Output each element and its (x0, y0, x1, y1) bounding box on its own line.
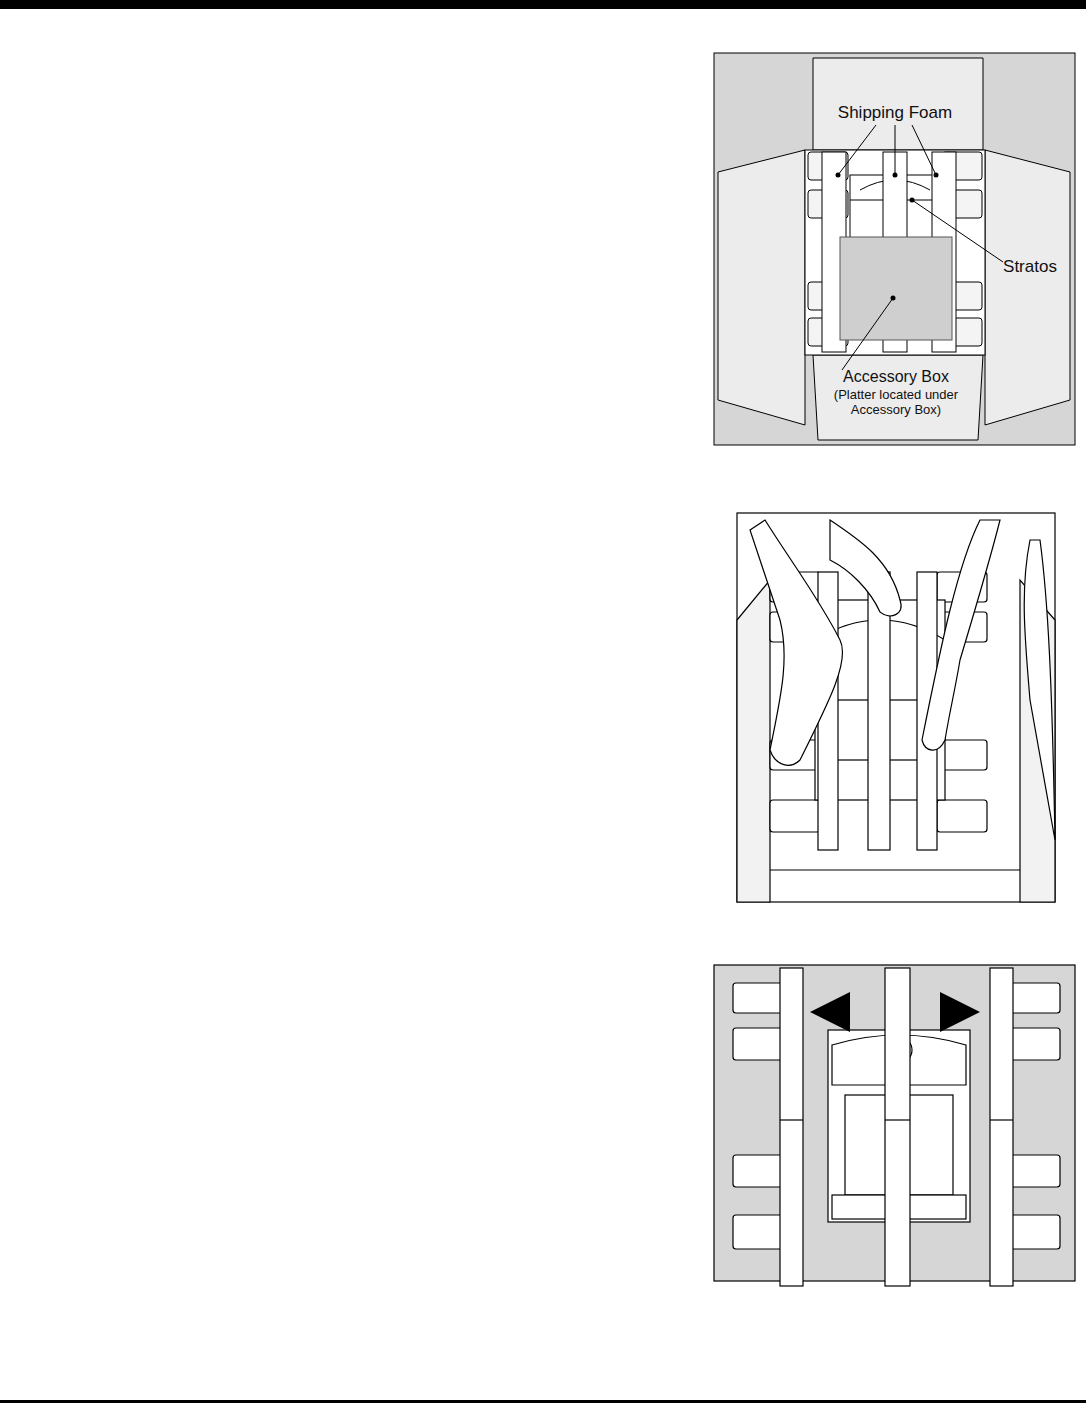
part-label: Accessory Box (821, 368, 971, 386)
leader-dot-part (910, 198, 915, 203)
foam-removed-figure-part-part (733, 1028, 783, 1060)
foam-removed-figure-part-part (885, 968, 910, 1286)
hands-removing-foam-figure-part (770, 869, 1020, 870)
hands-removing-foam-figure-part-part (922, 520, 1000, 750)
leader-dot-part (893, 173, 898, 178)
foam-removed-figure-part-part (733, 1155, 783, 1187)
movement-arrow-part (818, 1010, 838, 1015)
foam-removed-figure-part-part (733, 983, 783, 1013)
foam-removed-figure-part-part (1010, 1155, 1060, 1187)
hands-removing-foam-figure-part-part (750, 520, 843, 765)
movement-arrow (818, 1010, 972, 1015)
hands-removing-foam-figure-part-part (1024, 540, 1055, 840)
hands-removing-foam-figure-part-part (830, 520, 901, 616)
open-box-figure (714, 53, 1075, 445)
part-label: Shipping Foam (820, 103, 970, 123)
foam-removed-figure-part-part (885, 1119, 910, 1120)
open-box-figure-part (805, 150, 985, 355)
open-box-figure-part (718, 150, 805, 425)
hands-removing-foam-figure-part (737, 580, 770, 902)
leader-line-part (912, 200, 1003, 262)
movement-arrow-part (952, 1010, 972, 1015)
foam-removed-figure-part-part (780, 968, 803, 1286)
open-box-figure-part (813, 355, 983, 440)
open-box-figure-part (813, 58, 983, 150)
foam-removed-figure-part (780, 1119, 1013, 1120)
foam-removed-figure-part-part (990, 968, 1013, 1286)
leader-dot (836, 173, 939, 301)
foam-removed-figure-part-part (1010, 1215, 1060, 1249)
leader-dot-part (836, 173, 841, 178)
open-box-figure-part (822, 152, 956, 352)
foam-removed-figure-part-part (990, 1119, 1013, 1120)
foam-removed-figure (714, 965, 1075, 1286)
leader-line (838, 125, 1003, 370)
open-box-figure-part (840, 237, 952, 340)
leader-line-part (838, 125, 876, 175)
hands-removing-foam-figure (737, 513, 1055, 902)
leader-line-part (842, 298, 893, 370)
foam-removed-figure-part-part (780, 1119, 803, 1120)
hands-removing-foam-figure-part (750, 520, 1055, 850)
part-label: Stratos (990, 257, 1070, 277)
hands-removing-foam-figure-part-part (770, 800, 820, 832)
leader-line-part (895, 125, 896, 175)
foam-removed-figure-part-part (733, 1215, 783, 1249)
page-rule-part (0, 1400, 1086, 1403)
hands-removing-foam-figure-part-part (937, 800, 987, 832)
leader-dot-part (934, 173, 939, 178)
leader-line-part (912, 125, 936, 175)
page-rule-part (0, 0, 1086, 9)
foam-removed-figure-part-part (1010, 1028, 1060, 1060)
open-box-figure-part (714, 53, 1075, 445)
leader-dot-part (891, 296, 896, 301)
foam-removed-figure-part (733, 968, 1060, 1286)
note-label: (Platter located under Accessory Box) (821, 388, 971, 418)
open-box-figure-part (985, 150, 1070, 425)
hands-removing-foam-figure-part (737, 513, 1055, 902)
foam-removed-figure-part-part (1010, 983, 1060, 1013)
